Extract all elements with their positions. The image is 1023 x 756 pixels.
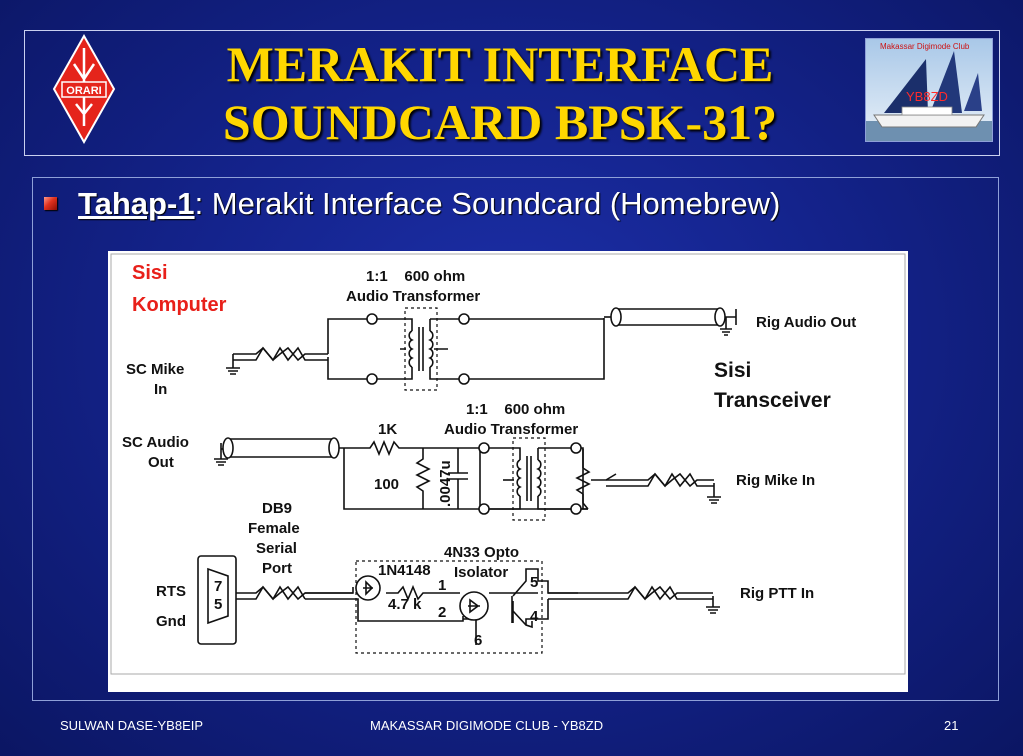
label-rts: RTS: [156, 583, 186, 600]
label-opto-pin1: 1: [438, 577, 446, 594]
orari-logo-text: ORARI: [66, 85, 101, 97]
label-sisi-komputer-2: Komputer: [132, 294, 227, 316]
label-gnd: Gnd: [156, 613, 186, 630]
footer-author: SULWAN DASE-YB8EIP: [60, 718, 204, 733]
label-rig-ptt-in: Rig PTT In: [740, 585, 814, 602]
footer-page-number: 21: [944, 718, 959, 733]
club-logo: Makassar Digimode Club YB8ZD: [865, 38, 993, 142]
slide-title: MERAKIT INTERFACE SOUNDCARD BPSK-31?: [150, 30, 850, 156]
footer-club: MAKASSAR DIGIMODE CLUB - YB8ZD: [370, 718, 604, 733]
label-pin7: 7: [214, 578, 222, 595]
label-db9-3: Serial: [256, 540, 297, 557]
transformer-1: [368, 307, 468, 391]
label-opto-pin2: 2: [438, 604, 446, 621]
label-db9-4: Port: [262, 560, 292, 577]
label-sc-mike-1: SC Mike: [126, 361, 184, 378]
transformer-2: [480, 437, 580, 521]
label-rig-mike-in: Rig Mike In: [736, 472, 815, 489]
label-opto-pin5: 5: [530, 574, 538, 591]
label-sisi-komputer-1: Sisi: [132, 262, 168, 284]
label-r-100: 100: [374, 476, 399, 493]
club-logo-callsign: YB8ZD: [906, 89, 948, 104]
slide-title-line2: SOUNDCARD BPSK-31?: [222, 94, 778, 150]
label-db9-1: DB9: [262, 500, 292, 517]
label-sisi-transceiver-1: Sisi: [714, 359, 751, 382]
db9-connector: [197, 555, 237, 645]
label-xf2-ratio: 1:1 600 ohm: [466, 401, 565, 418]
content-frame: [32, 177, 999, 701]
label-sc-audio-1: SC Audio: [122, 434, 189, 451]
opto-isolator: [355, 560, 543, 654]
label-sc-mike-2: In: [154, 381, 167, 398]
title-frame: [24, 30, 1000, 156]
label-capacitor: .0047u: [437, 460, 454, 507]
label-r-47k: 4.7 k: [388, 596, 422, 613]
label-xf1-ratio: 1:1 600 ohm: [366, 268, 465, 285]
bullet-line: Tahap-1: Merakit Interface Soundcard (Ho…: [78, 186, 780, 222]
club-logo-name: Makassar Digimode Club: [880, 42, 970, 51]
label-db9-2: Female: [248, 520, 300, 537]
label-opto-1: 4N33 Opto: [444, 544, 519, 561]
label-xf1-name: Audio Transformer: [346, 288, 480, 305]
label-r-1k: 1K: [378, 421, 397, 438]
shielded-cable-2: [222, 437, 340, 459]
slide-title-line1: MERAKIT INTERFACE: [226, 36, 774, 92]
label-rig-audio-out: Rig Audio Out: [756, 314, 856, 331]
bullet-marker: [44, 197, 57, 210]
label-opto-2: Isolator: [454, 564, 508, 581]
label-xf2-name: Audio Transformer: [444, 421, 578, 438]
label-opto-pin6: 6: [474, 632, 482, 649]
label-diode: 1N4148: [378, 562, 431, 579]
bullet-body: : Merakit Interface Soundcard (Homebrew): [194, 186, 781, 221]
interface-schematic: Sisi Komputer 1:1 600 ohm Audio Transfor…: [108, 251, 908, 692]
label-pin5: 5: [214, 596, 222, 613]
bullet-label: Tahap-1: [78, 186, 195, 221]
shielded-cable-1: [610, 307, 726, 327]
label-opto-pin4: 4: [530, 608, 539, 625]
label-sisi-transceiver-2: Transceiver: [714, 389, 831, 412]
orari-logo: ORARI: [52, 33, 116, 145]
label-sc-audio-2: Out: [148, 454, 174, 471]
